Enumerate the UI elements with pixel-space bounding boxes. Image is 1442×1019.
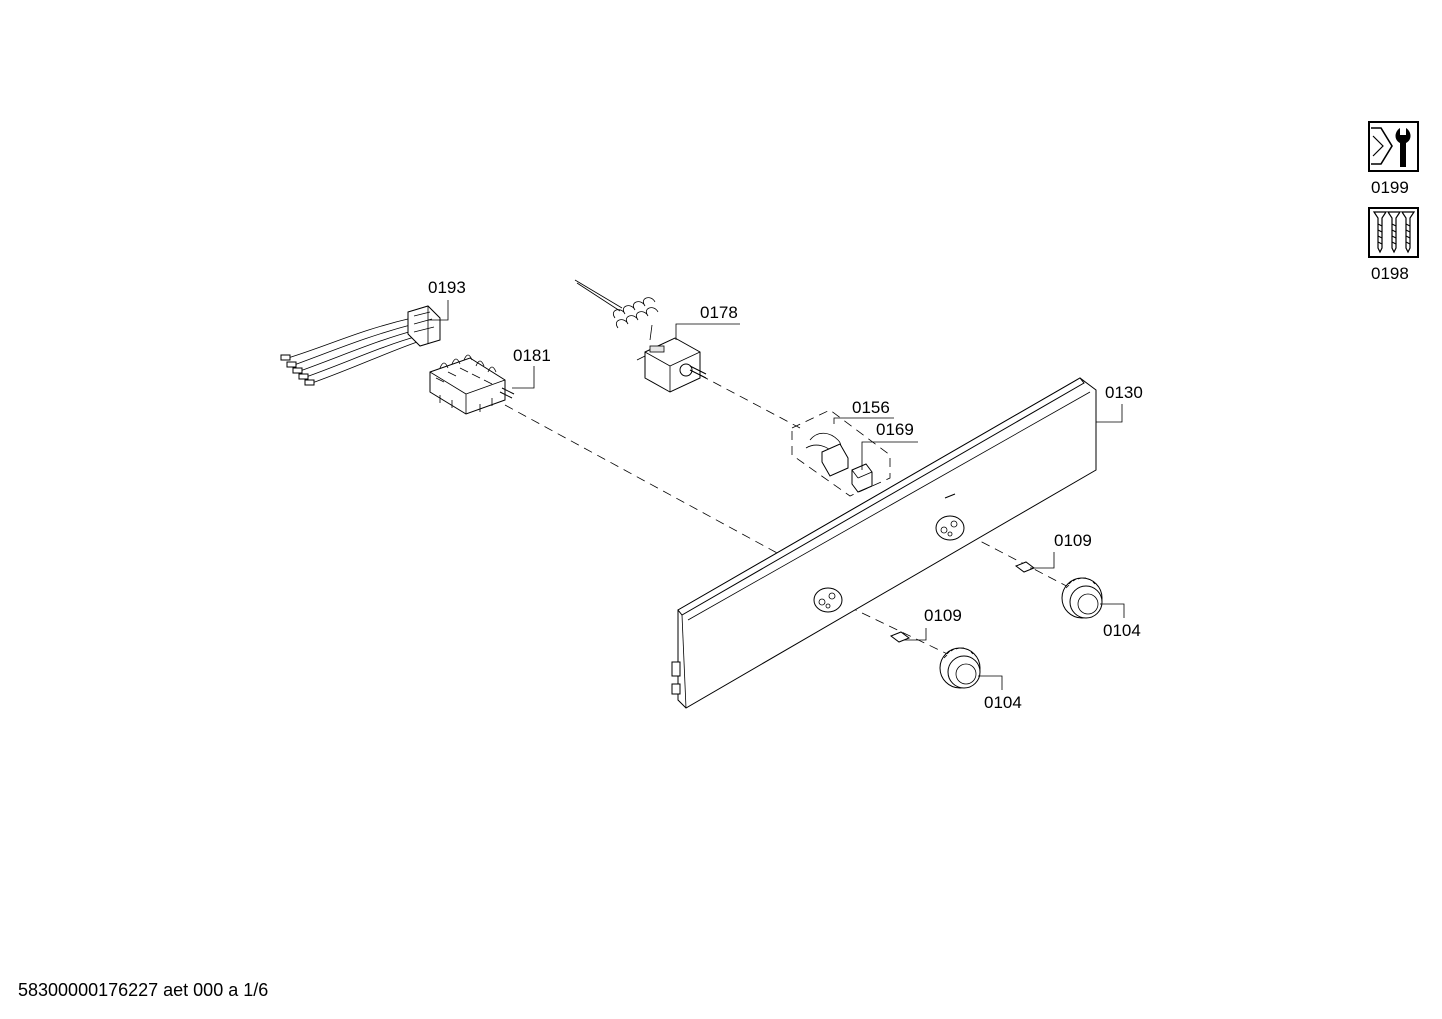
label-0109-lower: 0109 <box>924 606 962 625</box>
selector-switch-part <box>429 354 515 415</box>
label-0193: 0193 <box>428 278 466 297</box>
part-labels: 0193 0181 0178 0156 0169 0130 0109 0109 … <box>428 278 1143 712</box>
label-0104-lower: 0104 <box>984 693 1022 712</box>
wrench-icon <box>1368 121 1419 172</box>
thermostat-part <box>574 279 707 393</box>
label-0104-upper: 0104 <box>1103 621 1141 640</box>
label-0181: 0181 <box>513 346 551 365</box>
screws-icon <box>1368 207 1419 258</box>
label-0156: 0156 <box>852 398 890 417</box>
leader-lines <box>428 300 1125 690</box>
control-knob-part-upper <box>1061 577 1103 619</box>
wire-harness-part <box>280 305 441 386</box>
label-0169: 0169 <box>876 420 914 439</box>
document-id: 58300000176227 aet 000 a 1/6 <box>18 980 269 1000</box>
indicator-lamp-part <box>791 409 891 497</box>
label-0199: 0199 <box>1371 178 1409 197</box>
label-0178: 0178 <box>700 303 738 322</box>
label-0109-upper: 0109 <box>1054 531 1092 550</box>
label-0130: 0130 <box>1105 383 1143 402</box>
control-knob-part-lower <box>939 647 981 689</box>
control-panel-fascia-part <box>671 377 1097 709</box>
label-0198: 0198 <box>1371 264 1409 283</box>
